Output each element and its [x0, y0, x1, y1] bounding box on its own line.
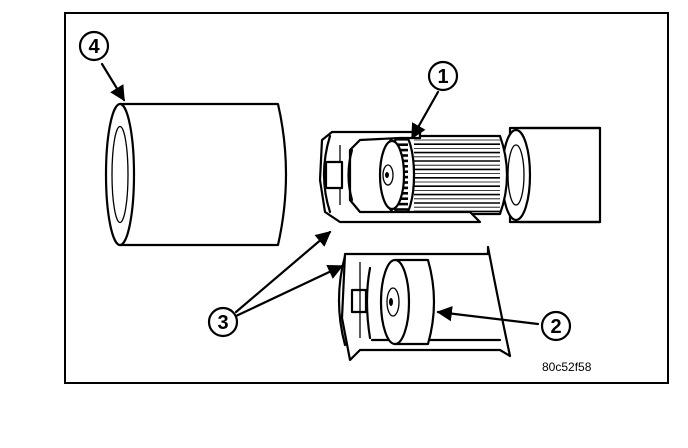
- callout-3-label: 3: [217, 312, 228, 334]
- ring-tooth: [396, 143, 408, 146]
- callout-4: 4: [78, 30, 110, 62]
- ring-tooth: [396, 197, 408, 200]
- shaft: [500, 126, 602, 224]
- ring-tooth: [396, 138, 408, 141]
- bearing-roller: [379, 258, 436, 346]
- figure-frame: [64, 12, 669, 384]
- sleeve-cylinder: [104, 102, 288, 247]
- ring-tooth: [396, 202, 408, 206]
- figure-code: 80c52f58: [542, 360, 592, 374]
- callout-2-label: 2: [550, 316, 561, 338]
- callout-1-label: 1: [437, 66, 448, 88]
- callout-2: 2: [540, 310, 572, 342]
- ring-tooth: [396, 208, 408, 211]
- leader-lines: [100, 62, 540, 326]
- callout-1: 1: [427, 60, 459, 92]
- ring-tooth: [396, 148, 408, 152]
- callout-3: 3: [207, 306, 239, 338]
- callout-4-label: 4: [88, 36, 100, 58]
- splined-gear: [378, 131, 509, 219]
